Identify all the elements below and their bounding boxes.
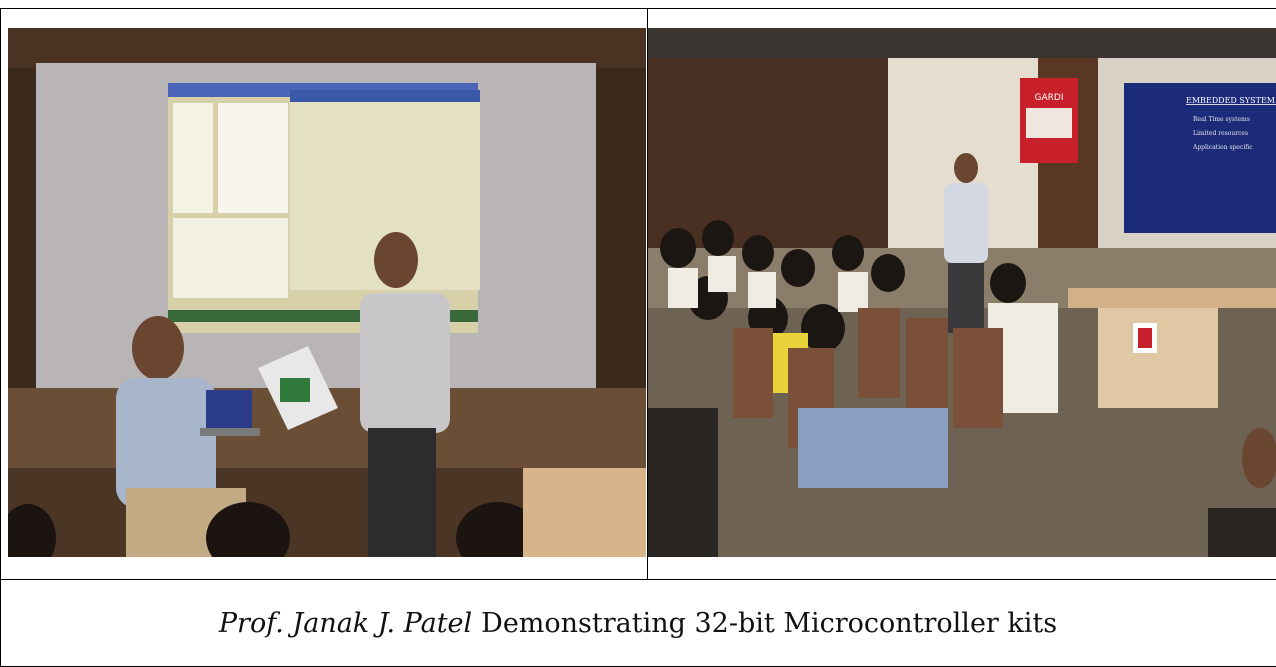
slide-title: EMBEDDED SYSTEM CHARA bbox=[1186, 96, 1276, 105]
caption-text: Demonstrating 32-bit Microcontroller kit… bbox=[481, 608, 1058, 639]
left-photo bbox=[8, 28, 646, 557]
table-border-left bbox=[0, 8, 1, 667]
photo-caption: Prof. Janak J. Patel Demonstrating 32-bi… bbox=[0, 580, 1276, 667]
caption-name: Prof. Janak J. Patel bbox=[218, 608, 473, 639]
slide-bullet-3: Application specific bbox=[1192, 144, 1253, 151]
left-photo-illustration bbox=[8, 28, 646, 557]
slide-bullet-1: Real Time systems bbox=[1193, 116, 1250, 123]
banner-text: GARDI bbox=[1035, 93, 1064, 103]
slide-bullet-2: Limited resources bbox=[1193, 130, 1248, 137]
table-border-middle bbox=[647, 8, 648, 580]
right-photo-illustration: GARDI EMBEDDED SYSTEM CHARA Real Time sy… bbox=[648, 28, 1276, 557]
table-border-row bbox=[0, 579, 1276, 580]
table-border-top bbox=[0, 8, 1276, 9]
right-photo: GARDI EMBEDDED SYSTEM CHARA Real Time sy… bbox=[648, 28, 1276, 557]
